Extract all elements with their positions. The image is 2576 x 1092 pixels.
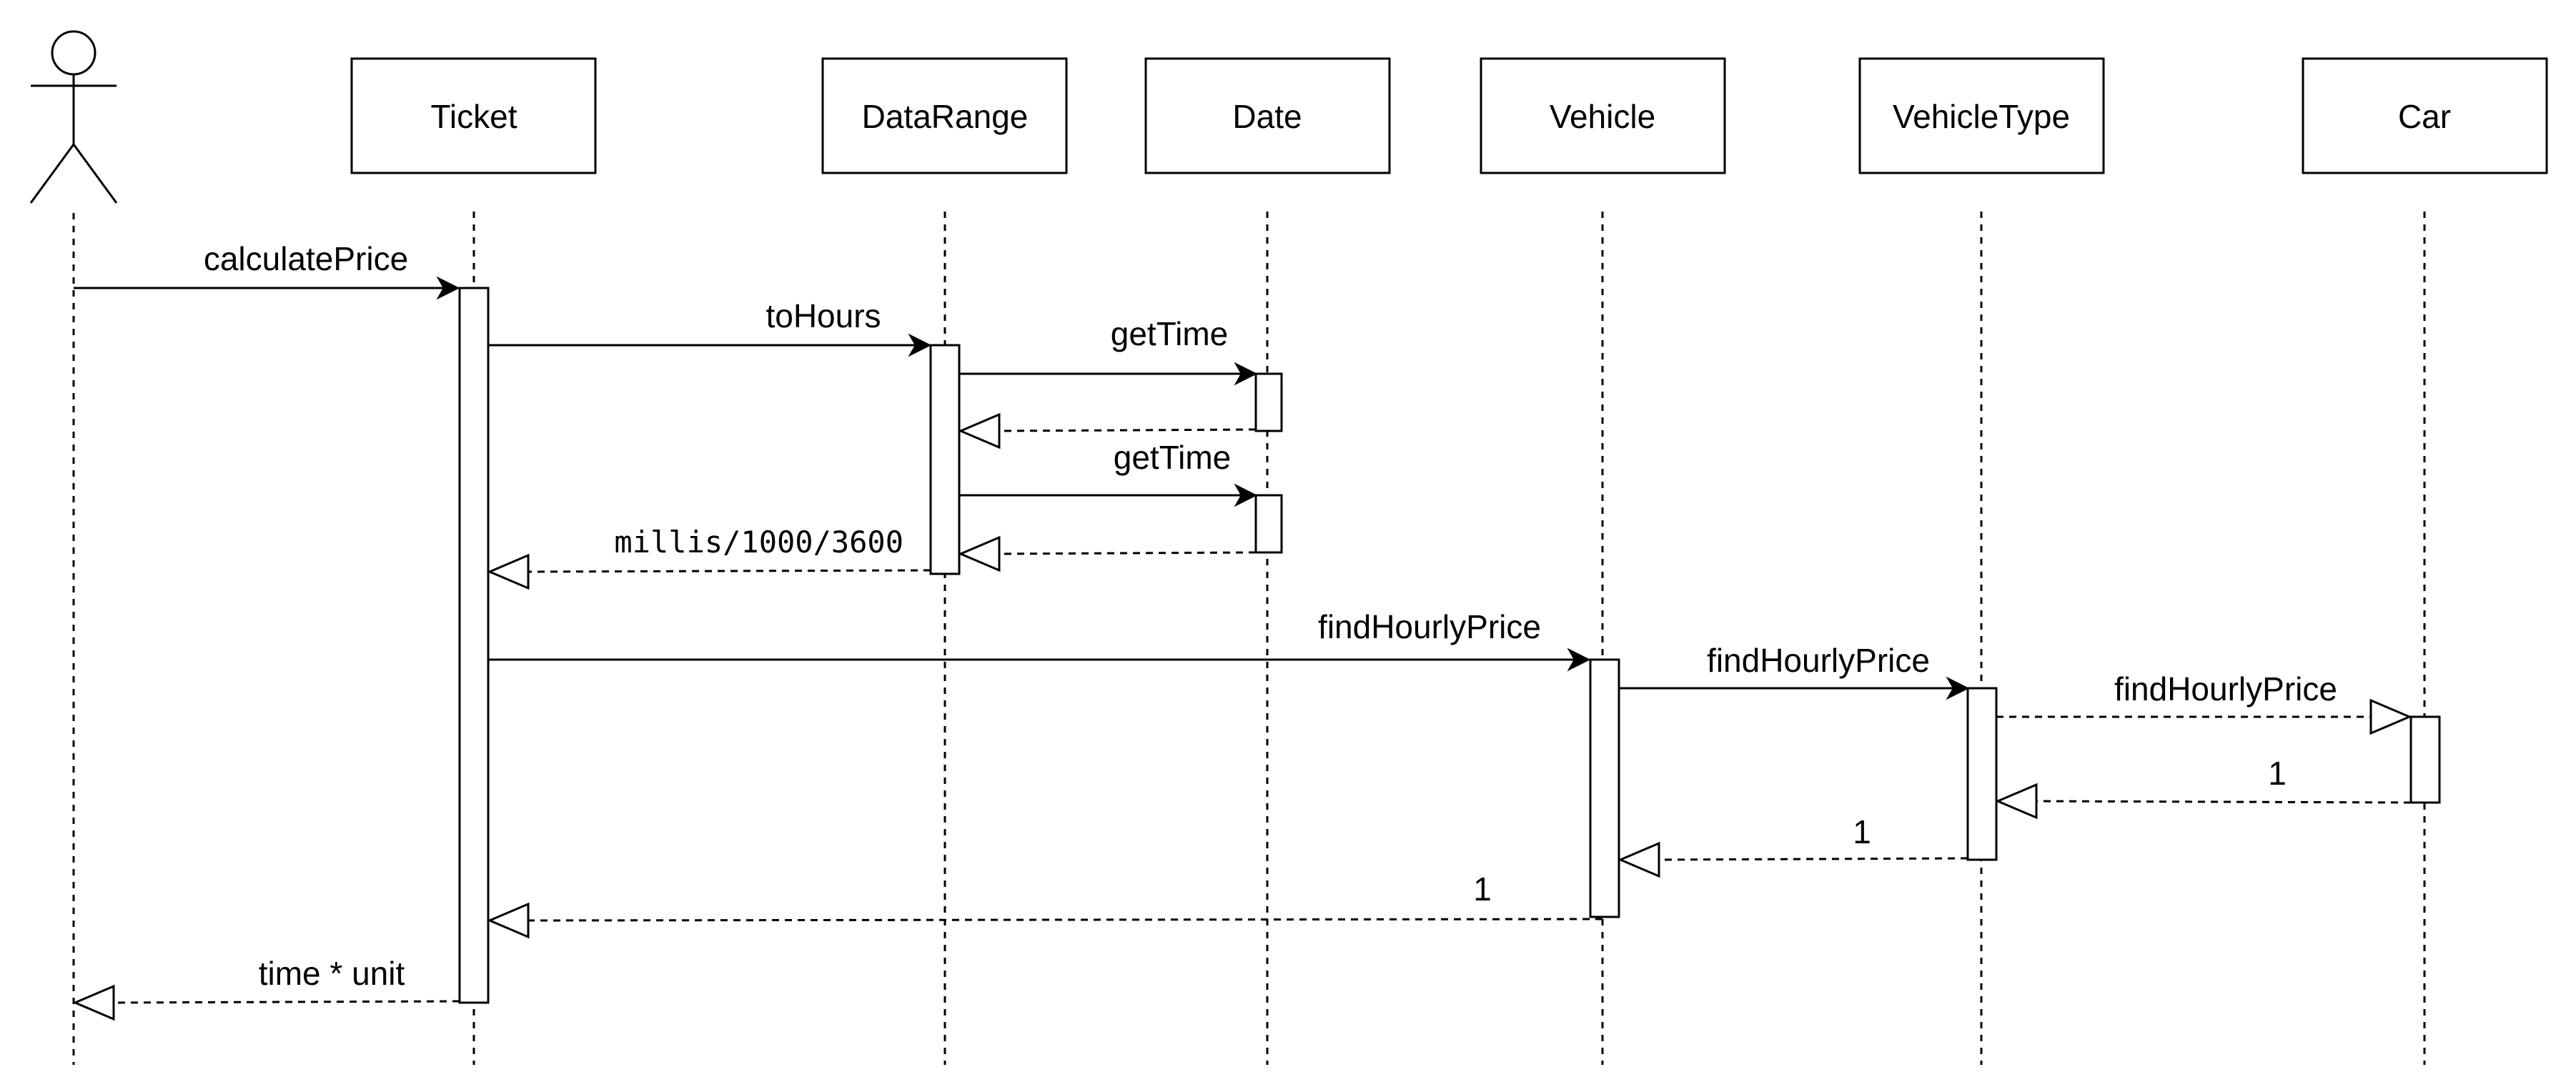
participant-ticket[interactable]: Ticket bbox=[350, 57, 597, 174]
datarange-activation bbox=[929, 344, 961, 575]
message-label: findHourlyPrice bbox=[1707, 642, 1930, 679]
message-findhourlyprice-vehicle[interactable]: findHourlyPrice bbox=[488, 608, 1591, 672]
message-label: time * unit bbox=[259, 955, 405, 992]
message-label: 1 bbox=[2268, 755, 2287, 792]
message-label: findHourlyPrice bbox=[2114, 670, 2337, 708]
vehicle-activation bbox=[1589, 658, 1620, 918]
message-gettime-2[interactable]: getTime bbox=[959, 439, 1258, 507]
participant-label: DataRange bbox=[862, 98, 1029, 135]
date-activation-1 bbox=[1254, 372, 1283, 432]
participant-date[interactable]: Date bbox=[1144, 57, 1391, 174]
message-gettime-1[interactable]: getTime bbox=[959, 315, 1258, 386]
message-label: getTime bbox=[1111, 315, 1228, 352]
vehicletype-activation bbox=[1966, 687, 1998, 861]
message-return-vehicle[interactable]: 1 bbox=[487, 870, 1603, 939]
participant-vehicletype[interactable]: VehicleType bbox=[1858, 57, 2105, 174]
participant-label: Vehicle bbox=[1550, 98, 1655, 135]
message-label: findHourlyPrice bbox=[1318, 608, 1541, 645]
date-activation-2 bbox=[1254, 494, 1283, 554]
participant-label: Date bbox=[1232, 98, 1302, 135]
message-findhourlyprice-car[interactable]: findHourlyPrice bbox=[1996, 670, 2412, 735]
message-return-gettime-1[interactable] bbox=[958, 412, 1257, 450]
participant-vehicle[interactable]: Vehicle bbox=[1480, 57, 1726, 174]
participant-datarange[interactable]: DataRange bbox=[821, 57, 1068, 174]
message-return-gettime-2[interactable] bbox=[958, 535, 1257, 572]
participant-label: VehicleType bbox=[1893, 98, 2070, 135]
message-label: toHours bbox=[766, 297, 881, 334]
message-label: getTime bbox=[1114, 439, 1231, 476]
car-activation bbox=[2409, 715, 2441, 804]
message-label: calculatePrice bbox=[204, 240, 408, 277]
message-return-millis[interactable]: millis/1000/3600 bbox=[487, 525, 931, 590]
message-label: 1 bbox=[1853, 813, 1871, 850]
message-label: millis/1000/3600 bbox=[614, 525, 903, 560]
actor-stick-figure bbox=[29, 30, 118, 204]
participant-label: Ticket bbox=[431, 98, 517, 135]
message-label: 1 bbox=[1473, 870, 1492, 908]
message-return-vehicletype[interactable]: 1 bbox=[1618, 813, 1968, 878]
participant-label: Car bbox=[2398, 98, 2451, 135]
message-return-car[interactable]: 1 bbox=[1995, 755, 2412, 820]
message-calculateprice[interactable]: calculatePrice bbox=[74, 240, 460, 300]
message-tohours[interactable]: toHours bbox=[488, 297, 932, 357]
participant-car[interactable]: Car bbox=[2302, 57, 2548, 174]
message-return-ticket[interactable]: time * unit bbox=[72, 955, 460, 1021]
ticket-activation bbox=[458, 287, 490, 1004]
message-findhourlyprice-vehicletype[interactable]: findHourlyPrice bbox=[1619, 642, 1970, 700]
